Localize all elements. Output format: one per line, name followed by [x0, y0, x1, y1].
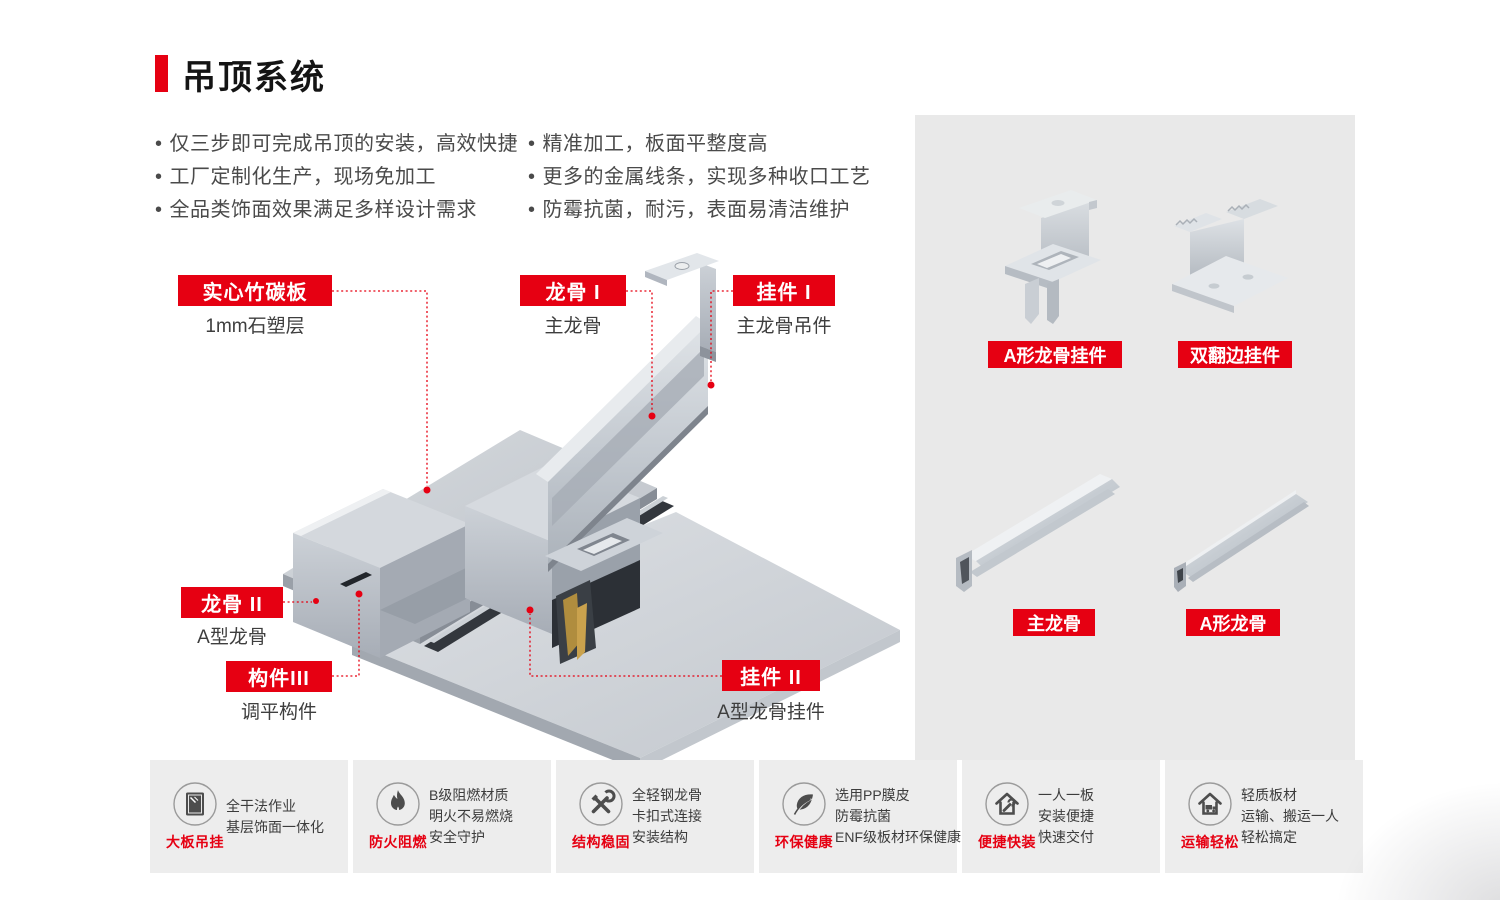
feature-name: 运输轻松: [1181, 834, 1239, 850]
leader-lines: [283, 290, 733, 677]
diagram-tag-runner-1: 龙骨 I: [520, 275, 626, 306]
feature-description: 全干法作业 基层饰面一体化: [226, 797, 324, 835]
product-label-a-runner-hanger: A形龙骨挂件: [988, 341, 1122, 368]
feature-card-easy-transport: 运输轻松 轻质板材 运输、搬运一人 轻松搞定: [1165, 760, 1363, 873]
page-title: 吊顶系统: [182, 59, 326, 97]
feature-card-fire-resistant: 防火阻燃 B级阻燃材质 明火不易燃烧 安全守护: [353, 760, 551, 873]
ceiling-assembly-illustration: [283, 253, 900, 771]
feature-card-panel-hanging: 大板吊挂 全干法作业 基层饰面一体化: [150, 760, 348, 873]
feature-name: 便捷快装: [978, 834, 1036, 850]
diagram-tag-subtitle: 调平构件: [240, 702, 317, 723]
a-runner-hanger-product-image: [1005, 190, 1101, 324]
bullet-item: 工厂定制化生产，现场免加工: [155, 161, 525, 194]
diagram-tag-subtitle: A型龙骨: [197, 627, 267, 648]
corner-shadow: [1320, 770, 1500, 900]
feature-description: 一人一板 安装便捷 快速交付: [1038, 787, 1094, 845]
feature-description: B级阻燃材质 明火不易燃烧 安全守护: [429, 787, 513, 845]
main-runner-hanger: [645, 253, 719, 362]
a-runner-hanger-plate: [545, 518, 663, 571]
diagram-tag-subtitle: 1mm石塑层: [205, 316, 305, 337]
house-truck-icon: [1188, 782, 1232, 826]
diagram-tag-runner-2: 龙骨 II: [181, 587, 283, 618]
diagram-tag-subtitle: 主龙骨: [544, 316, 602, 337]
bullet-item: 防霉抗菌，耐污，表面易清洁维护: [528, 194, 908, 227]
bullet-item: 仅三步即可完成吊顶的安装，高效快捷: [155, 128, 525, 161]
leveling-component: [556, 580, 596, 664]
feature-name: 大板吊挂: [166, 834, 224, 850]
feature-card-eco-healthy: 环保健康 选用PP膜皮 防霉抗菌 ENF级板材环保健康: [759, 760, 961, 873]
feature-description: 全轻钢龙骨 卡扣式连接 安装结构: [632, 787, 702, 845]
bullet-item: 全品类饰面效果满足多样设计需求: [155, 194, 525, 227]
feature-description: 轻质板材 运输、搬运一人 轻松搞定: [1241, 787, 1339, 845]
main-runner-product-image: [956, 474, 1120, 592]
feature-name: 结构稳固: [572, 834, 630, 850]
diagram-tag-hanger-2: 挂件 II: [722, 660, 820, 691]
product-gallery-panel: A形龙骨挂件 双翻边挂件 主龙骨 A形龙骨: [915, 115, 1355, 760]
flame-icon: [376, 782, 420, 826]
feature-card-stable-structure: 结构稳固 全轻钢龙骨 卡扣式连接 安装结构: [556, 760, 754, 873]
title-accent-bar: [155, 55, 168, 92]
diagram-tag-component-3: 构件III: [226, 661, 332, 692]
feature-name: 环保健康: [775, 834, 833, 850]
double-flange-hanger-product-image: [1172, 199, 1288, 313]
board-lower: [352, 512, 900, 771]
diagram-tag-subtitle: 主龙骨吊件: [736, 316, 832, 337]
panel-icon: [173, 782, 217, 826]
feature-card-quick-install: 便捷快装 一人一板 安装便捷 快速交付: [962, 760, 1160, 873]
leaf-icon: [782, 782, 826, 826]
main-runner: [536, 316, 708, 572]
leader-dots: [313, 381, 715, 614]
house-wrench-icon: [985, 782, 1029, 826]
bullet-item: 精准加工，板面平整度高: [528, 128, 908, 161]
feature-description: 选用PP膜皮 防霉抗菌 ENF级板材环保健康: [835, 787, 961, 845]
tools-icon: [579, 782, 623, 826]
feature-name: 防火阻燃: [369, 834, 427, 850]
cross-channel-end: [293, 489, 470, 658]
product-label-a-runner: A形龙骨: [1186, 609, 1280, 636]
a-runner-product-image: [1174, 490, 1309, 592]
intro-bullets-right: 精准加工，板面平整度高 更多的金属线条，实现多种收口工艺 防霉抗菌，耐污，表面易…: [528, 128, 908, 227]
product-label-double-flange-hanger: 双翻边挂件: [1178, 341, 1292, 368]
diagram-tag-solid-bamboo-panel: 实心竹碳板: [178, 275, 332, 306]
bullet-item: 更多的金属线条，实现多种收口工艺: [528, 161, 908, 194]
diagram-tag-hanger-1: 挂件 I: [733, 275, 835, 306]
diagram-tag-subtitle: A型龙骨挂件: [717, 702, 825, 723]
product-label-main-runner: 主龙骨: [1013, 609, 1095, 636]
intro-bullets-left: 仅三步即可完成吊顶的安装，高效快捷 工厂定制化生产，现场免加工 全品类饰面效果满…: [155, 128, 525, 227]
